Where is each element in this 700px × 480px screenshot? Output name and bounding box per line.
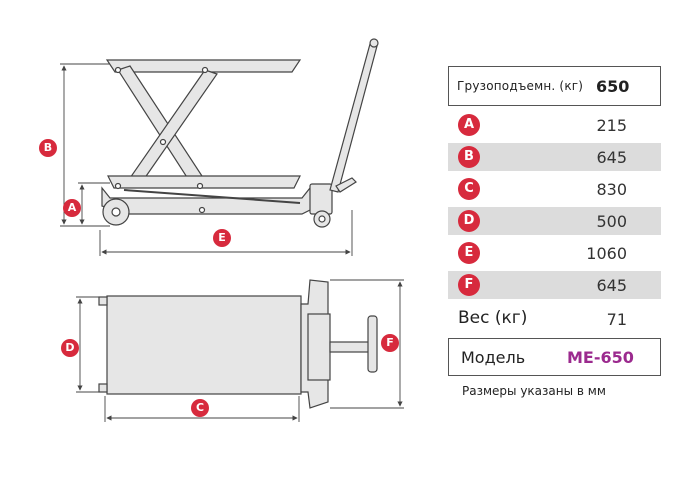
value-e: 1060 <box>586 244 627 263</box>
handle-shaft <box>329 341 373 353</box>
dim-badge-b: B <box>39 139 57 157</box>
units-note: Размеры указаны в мм <box>462 384 606 398</box>
spec-row-e: E 1060 <box>448 239 661 267</box>
spec-row-c: C 830 <box>448 175 661 203</box>
badge-d: D <box>458 210 480 232</box>
pump-body <box>309 183 333 215</box>
scissor-arm-left <box>117 65 203 183</box>
capacity-box: Грузоподъемн. (кг) 650 <box>448 66 661 106</box>
value-f: 645 <box>596 276 627 295</box>
capacity-value: 650 <box>596 77 630 96</box>
handle <box>329 43 378 193</box>
dim-badge-a: A <box>63 199 81 217</box>
badge-c: C <box>458 178 480 200</box>
dim-badge-e: E <box>213 229 231 247</box>
spec-row-a: A 215 <box>448 111 661 139</box>
value-b: 645 <box>596 148 627 167</box>
lower-platform <box>107 175 301 189</box>
spec-row-d: D 500 <box>448 207 661 235</box>
badge-e: E <box>458 242 480 264</box>
value-a: 215 <box>596 116 627 135</box>
model-box: Модель ME-650 <box>448 338 661 376</box>
handle-grip <box>369 38 379 48</box>
value-c: 830 <box>596 180 627 199</box>
dim-badge-d: D <box>61 339 79 357</box>
top-view <box>98 279 378 409</box>
badge-f: F <box>458 274 480 296</box>
value-d: 500 <box>596 212 627 231</box>
top-dimensions <box>76 279 404 422</box>
badge-b: B <box>458 146 480 168</box>
weight-label: Вес (кг) <box>458 308 528 328</box>
side-view <box>101 38 379 228</box>
badge-a: A <box>458 114 480 136</box>
pump-block <box>307 313 331 381</box>
handle-bracket <box>335 177 357 193</box>
weight-value: 71 <box>606 310 627 329</box>
top-platform <box>105 59 302 73</box>
hydraulic-cylinder <box>123 189 301 204</box>
side-dimensions <box>60 63 353 256</box>
model-value: ME-650 <box>567 348 634 367</box>
platform-top <box>106 295 302 395</box>
dim-badge-c: C <box>191 399 209 417</box>
capacity-label: Грузоподъемн. (кг) <box>457 79 584 93</box>
dim-badge-f: F <box>381 334 399 352</box>
spec-row-b: B 645 <box>448 143 661 171</box>
spec-row-f: F 645 <box>448 271 661 299</box>
handle-crossbar <box>367 315 378 373</box>
model-label: Модель <box>461 348 526 367</box>
